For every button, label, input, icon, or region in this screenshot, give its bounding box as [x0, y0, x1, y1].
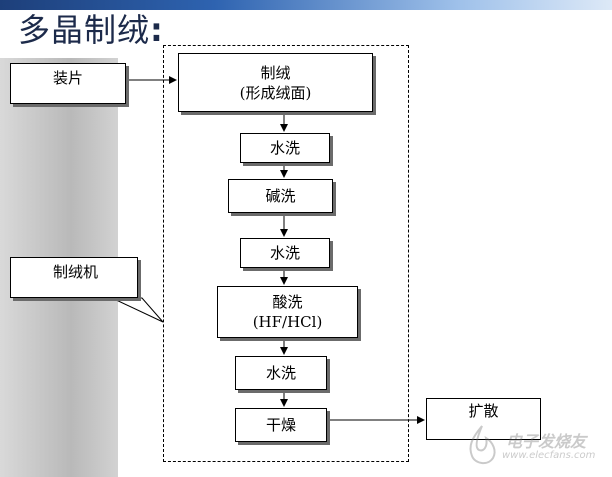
flow-step-drying: 干燥 — [235, 408, 327, 442]
load-wafer-label: 装片 — [53, 69, 84, 87]
flow-step-diffusion: 扩散 — [426, 398, 541, 440]
step-label: 水洗 — [269, 244, 300, 262]
watermark-en: www.elecfans.com — [502, 450, 596, 461]
slide-title-colon: : — [150, 11, 164, 49]
flow-step-rinse-3: 水洗 — [235, 356, 327, 390]
callout-pointer — [111, 297, 164, 323]
step-label: 干燥 — [265, 416, 296, 434]
flow-step-rinse-1: 水洗 — [240, 133, 330, 163]
flow-step-alkali-wash: 碱洗 — [228, 179, 333, 213]
flow-step-texturing: 制绒 (形成绒面) — [178, 53, 373, 112]
step-label: 碱洗 — [265, 187, 296, 205]
texturing-machine-callout: 制绒机 — [10, 257, 138, 298]
texturing-machine-frame — [163, 45, 409, 462]
texturing-machine-label: 制绒机 — [53, 263, 99, 281]
step-label: 扩散 — [468, 402, 499, 420]
watermark: 电子发烧友 www.elecfans.com — [462, 422, 602, 470]
step-sublabel: (形成绒面) — [239, 83, 312, 102]
step-label: 水洗 — [265, 364, 296, 382]
load-wafer-box: 装片 — [10, 63, 126, 104]
watermark-logo-icon — [469, 425, 496, 464]
step-label: 水洗 — [269, 139, 300, 157]
slide-title: 多晶制绒: — [18, 10, 164, 50]
top-decor-band — [0, 0, 612, 10]
watermark-cn: 电子发烧友 — [506, 432, 587, 451]
step-label: 制绒 — [260, 63, 291, 82]
flow-step-rinse-2: 水洗 — [240, 238, 330, 268]
step-label: 酸洗 — [272, 293, 303, 311]
flow-step-acid-wash: 酸洗 (HF/HCl) — [217, 286, 358, 338]
slide-title-text: 多晶制绒 — [18, 11, 151, 49]
step-sublabel: (HF/HCl) — [252, 313, 323, 331]
